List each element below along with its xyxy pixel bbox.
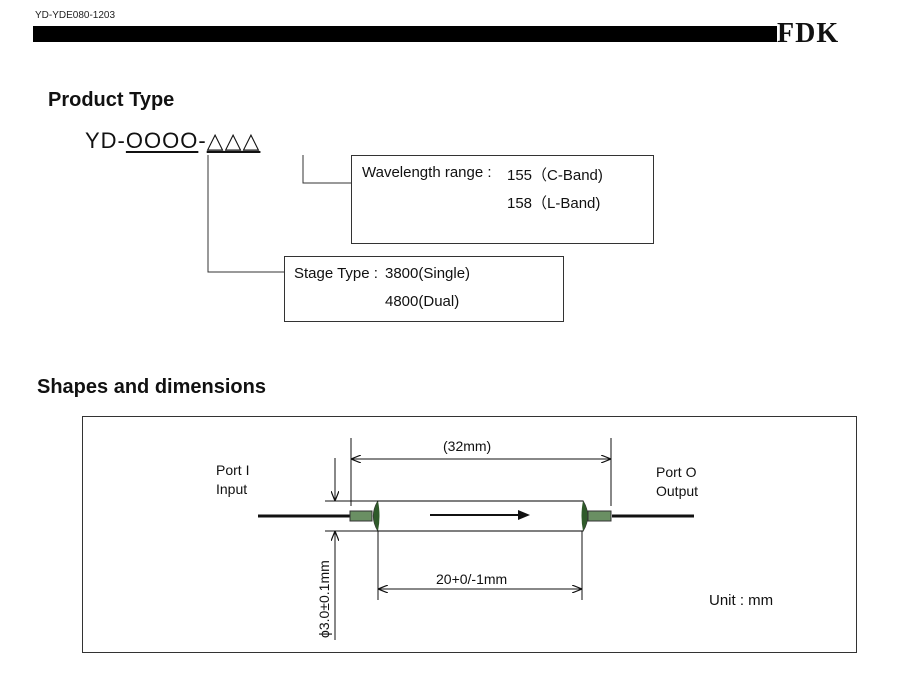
document-id: YD-YDE080-1203 [35, 10, 116, 21]
wavelength-option-l-band: 158（L-Band) [507, 195, 601, 212]
port-out-label-1: Port O [656, 464, 697, 480]
dimension-drawing-frame [82, 416, 857, 653]
stage-connector [207, 155, 285, 273]
wavelength-connector [302, 155, 352, 184]
code-dash: - [198, 128, 207, 153]
code-connector-lines [207, 155, 352, 273]
stage-type-box: Stage Type : 3800(Single) 4800(Dual) [284, 256, 564, 322]
input-sleeve [349, 510, 373, 522]
stage-type-label: Stage Type : [294, 265, 378, 282]
stage-option-single: 3800(Single) [385, 265, 471, 282]
fdk-logo: FDK [777, 18, 840, 49]
port-in-label-2: Input [216, 481, 247, 497]
header-bar [33, 26, 777, 42]
wavelength-range-label: Wavelength range : [362, 164, 492, 181]
output-sleeve [587, 510, 612, 522]
code-stage-symbols: OOOO [125, 128, 199, 153]
overall-length-label: (32mm) [443, 438, 491, 454]
code-wavelength-symbols: △△△ [206, 128, 261, 153]
product-code: YD-OOOO-△△△ [85, 128, 260, 154]
wavelength-range-box: Wavelength range : 155（C-Band) 158（L-Ban… [351, 155, 654, 244]
shapes-dimensions-title: Shapes and dimensions [37, 376, 266, 398]
body-length-label: 20+0/-1mm [436, 571, 507, 587]
input-end-cap [373, 501, 380, 531]
stage-option-dual: 4800(Dual) [385, 293, 460, 310]
port-in-label-1: Port I [216, 462, 249, 478]
product-type-title: Product Type [48, 89, 175, 111]
port-out-label-2: Output [656, 483, 698, 499]
output-end-cap [581, 501, 588, 531]
code-prefix: YD- [85, 128, 126, 153]
unit-label: Unit : mm [709, 592, 773, 609]
wavelength-option-c-band: 155（C-Band) [507, 167, 603, 184]
diameter-label: ϕ3.0±0.1mm [316, 560, 332, 638]
direction-arrow-head [518, 510, 530, 520]
